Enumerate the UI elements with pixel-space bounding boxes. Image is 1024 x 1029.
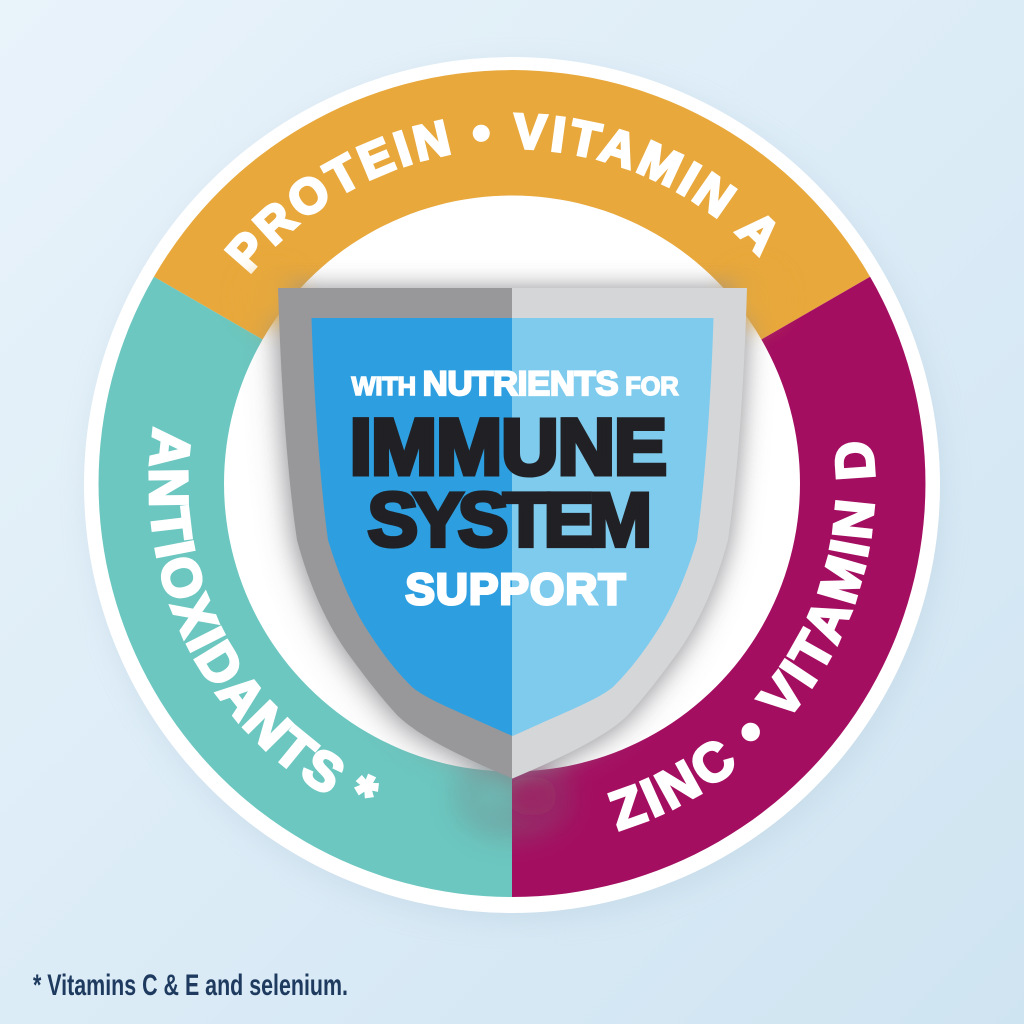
svg-text:IMMUNE: IMMUNE (350, 402, 666, 491)
svg-text:WITH NUTRIENTS FOR: WITH NUTRIENTS FOR (352, 365, 679, 403)
svg-text:* Vitamins C & E and selenium.: * Vitamins C & E and selenium. (33, 969, 348, 1002)
svg-text:SUPPORT: SUPPORT (405, 565, 626, 614)
svg-text:SYSTEM: SYSTEM (368, 478, 648, 563)
